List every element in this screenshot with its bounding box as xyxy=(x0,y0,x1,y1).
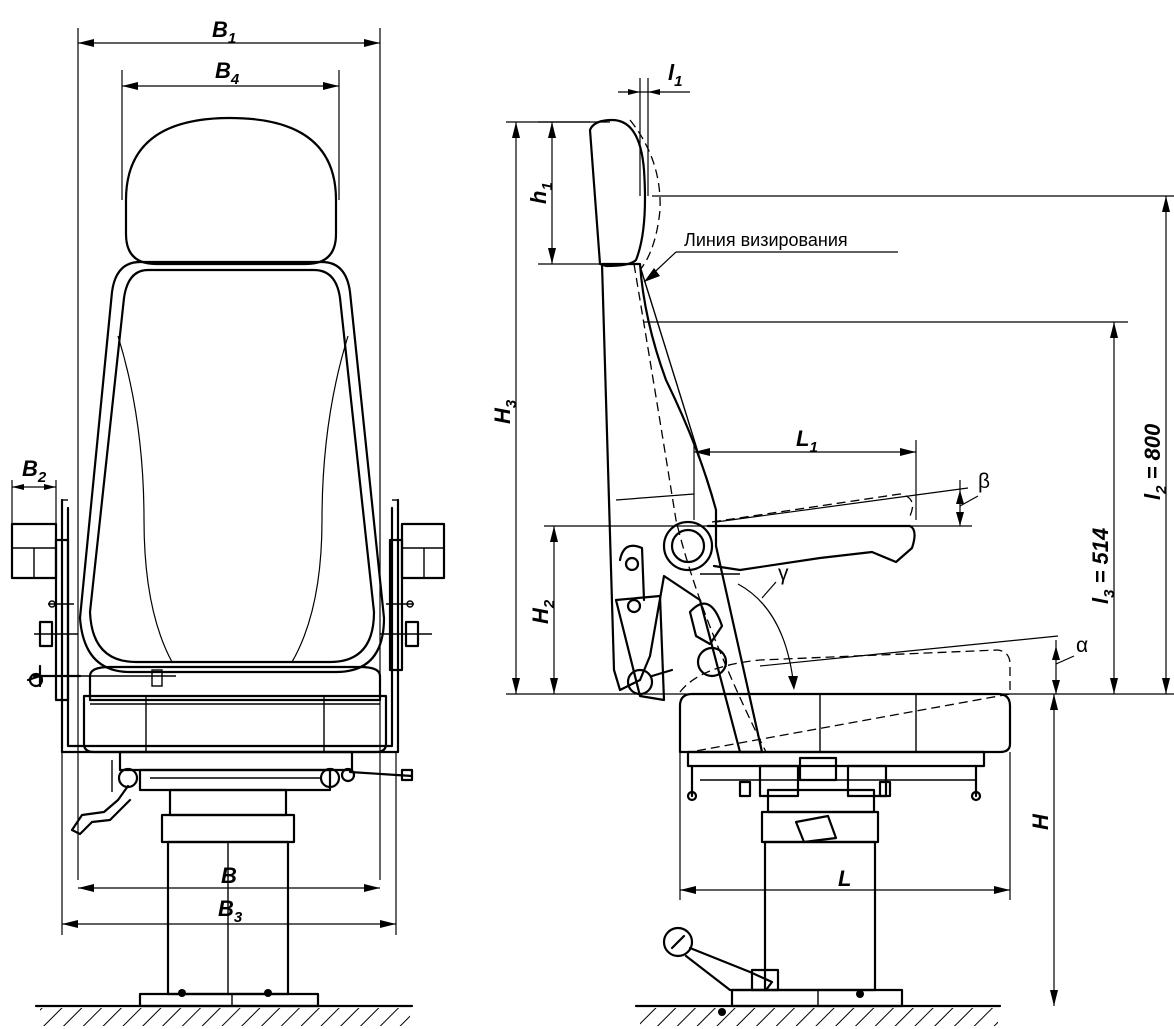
side-backrest-tilted xyxy=(633,263,767,753)
side-recline-mechanism xyxy=(614,544,740,702)
dimension-l3 xyxy=(644,321,1128,694)
side-height-lever xyxy=(662,926,780,992)
dimension-b1 xyxy=(77,28,381,880)
label-l2: l2 = 800 xyxy=(1140,423,1170,500)
angle-alpha xyxy=(759,635,1075,694)
side-headrest-tilted xyxy=(629,119,661,271)
label-b: B xyxy=(221,863,237,888)
angle-beta xyxy=(715,480,979,526)
dimension-h2 xyxy=(544,525,972,694)
front-left-armrest xyxy=(10,522,176,702)
front-base-plate xyxy=(138,992,320,1008)
front-right-armrest xyxy=(380,522,446,672)
label-b1: B1 xyxy=(212,17,236,47)
label-h2: H2 xyxy=(528,599,558,624)
dimension-b xyxy=(78,884,380,892)
label-l3: l3 = 514 xyxy=(1088,528,1118,604)
side-ground xyxy=(634,1004,1002,1026)
dimension-l1-armrest xyxy=(693,440,917,520)
side-seat-cushion xyxy=(678,692,1012,754)
side-seat-cushion-tilted xyxy=(679,649,1011,753)
label-b4: B4 xyxy=(215,58,240,88)
dimension-b2 xyxy=(11,480,57,524)
side-armrest-tilted xyxy=(711,493,914,523)
dimension-b4 xyxy=(121,70,340,200)
dimension-b3 xyxy=(61,752,397,935)
side-base-plate xyxy=(730,988,904,1008)
front-headrest xyxy=(124,116,338,266)
side-armrest xyxy=(662,520,916,572)
front-suspension xyxy=(70,750,414,836)
label-b2: B2 xyxy=(22,456,47,486)
dimension-h xyxy=(1050,694,1058,1006)
dimension-l1 xyxy=(618,78,690,196)
label-alpha: α xyxy=(1076,634,1088,657)
sight-line-leader xyxy=(643,251,898,283)
label-beta: β xyxy=(978,470,990,493)
label-h: H xyxy=(1028,813,1053,830)
sight-line-label: Линия визирования xyxy=(684,230,848,250)
label-h1: h1 xyxy=(526,182,556,204)
dimension-l2 xyxy=(652,195,1174,694)
front-ground xyxy=(34,1004,414,1026)
side-headrest xyxy=(588,118,647,268)
side-column xyxy=(758,756,888,992)
label-h3: H3 xyxy=(490,399,520,424)
dimension-h3 xyxy=(506,121,590,694)
front-view: B1 B4 B2 B xyxy=(10,17,446,1026)
side-view: Линия визирования l1 h1 H3 xyxy=(490,60,1174,1026)
label-gamma: γ xyxy=(778,562,789,585)
front-column xyxy=(160,788,296,996)
front-seat-cushion xyxy=(82,665,388,754)
dimension-l xyxy=(679,752,1011,900)
label-l1: l1 xyxy=(668,60,682,90)
label-b3: B3 xyxy=(218,896,243,926)
label-l1-armrest: L1 xyxy=(796,426,818,456)
front-seat-frame xyxy=(60,498,400,754)
label-l: L xyxy=(838,866,851,891)
angle-gamma xyxy=(737,581,798,690)
side-backrest xyxy=(600,262,764,754)
front-backrest xyxy=(78,260,386,687)
